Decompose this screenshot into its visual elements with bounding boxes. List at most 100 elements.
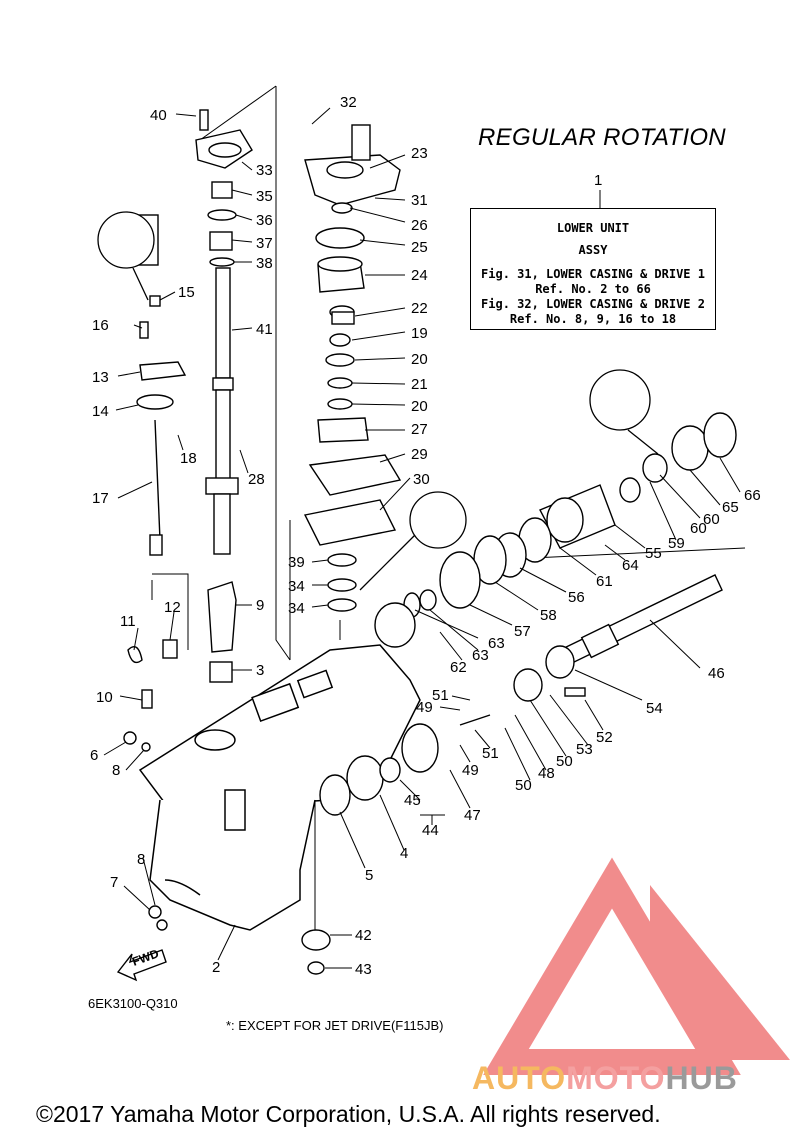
label-9: 9: [256, 597, 264, 614]
label-39: 39: [288, 554, 305, 571]
label-29: 29: [411, 446, 428, 463]
label-59: 59: [668, 535, 685, 552]
label-13: 13: [92, 369, 109, 386]
label-32: 32: [340, 94, 357, 111]
label-63b: 63: [488, 635, 505, 652]
label-37: 37: [256, 235, 273, 252]
label-50a: 50: [556, 753, 573, 770]
label-5: 5: [365, 867, 373, 884]
label-44: 44: [422, 822, 439, 839]
label-15: 15: [178, 284, 195, 301]
ref-line-1: LOWER UNIT: [556, 221, 630, 235]
label-25: 25: [411, 239, 428, 256]
label-34b: 34: [288, 600, 305, 617]
label-64: 64: [622, 557, 639, 574]
drive-shaft: [205, 267, 239, 555]
label-22: 22: [411, 300, 428, 317]
ref-line-2: ASSY: [578, 243, 608, 257]
label-34a: 34: [288, 578, 305, 595]
label-52: 52: [596, 729, 613, 746]
label-60a: 60: [690, 520, 707, 537]
label-7: 7: [110, 874, 118, 891]
label-66: 66: [744, 487, 761, 504]
label-12: 12: [164, 599, 181, 616]
gears: [301, 645, 586, 975]
label-63a: 63: [472, 647, 489, 664]
ref-line-6: Ref. No. 8, 9, 16 to 18: [509, 312, 677, 326]
label-50b: 50: [515, 777, 532, 794]
water-pump-housing: [304, 124, 401, 206]
fasteners: [123, 639, 178, 931]
label-62: 62: [450, 659, 467, 676]
part-number-labels: 40 32 23 31 26 25 24 22 19 20 21 20 27 2…: [90, 94, 761, 978]
label-17: 17: [92, 490, 109, 507]
label-6: 6: [90, 747, 98, 764]
label-27: 27: [411, 421, 428, 438]
label-30: 30: [413, 471, 430, 488]
diagram-code: 6EK3100-Q310: [88, 996, 178, 1011]
label-46: 46: [708, 665, 725, 682]
label-56: 56: [568, 589, 585, 606]
label-65: 65: [722, 499, 739, 516]
watermark-auto: AUTO: [472, 1060, 567, 1096]
label-24: 24: [411, 267, 428, 284]
label-42: 42: [355, 927, 372, 944]
label-61: 61: [596, 573, 613, 590]
reference-box: LOWER UNIT ASSY Fig. 31, LOWER CASING & …: [470, 208, 716, 330]
copyright: ©2017 Yamaha Motor Corporation, U.S.A. A…: [36, 1101, 661, 1127]
label-38: 38: [256, 255, 273, 272]
label-20a: 20: [411, 351, 428, 368]
label-36: 36: [256, 212, 273, 229]
label-20b: 20: [411, 398, 428, 415]
watermark-text: AUTOMOTOHUB: [472, 1060, 738, 1097]
label-11: 11: [120, 613, 136, 630]
label-40: 40: [150, 107, 167, 124]
label-43: 43: [355, 961, 372, 978]
label-33: 33: [256, 162, 273, 179]
pump-parts: [303, 202, 402, 612]
label-28: 28: [248, 471, 265, 488]
label-26: 26: [411, 217, 428, 234]
label-23: 23: [411, 145, 428, 162]
label-19: 19: [411, 325, 428, 342]
diagram-title: REGULAR ROTATION: [478, 124, 726, 151]
watermark-hub: HUB: [665, 1060, 738, 1096]
ref-line-5: Fig. 32, LOWER CASING & DRIVE 2: [481, 297, 705, 311]
upper-shaft-parts: [195, 109, 253, 267]
fwd-arrow: FWD: [116, 946, 167, 982]
label-18: 18: [180, 450, 197, 467]
label-31: 31: [411, 192, 428, 209]
label-4: 4: [400, 845, 408, 862]
label-14: 14: [92, 403, 109, 420]
ref-box-callout: 1: [594, 172, 603, 189]
label-57: 57: [514, 623, 531, 640]
label-49b: 49: [462, 762, 479, 779]
label-10: 10: [96, 689, 113, 706]
footnote: *: EXCEPT FOR JET DRIVE(F115JB): [226, 1018, 444, 1033]
label-51a: 51: [432, 687, 449, 704]
label-47: 47: [464, 807, 481, 824]
label-53: 53: [576, 741, 593, 758]
label-51b: 51: [482, 745, 499, 762]
label-21: 21: [411, 376, 428, 393]
label-54: 54: [646, 700, 663, 717]
ref-line-3: Fig. 31, LOWER CASING & DRIVE 1: [481, 267, 705, 281]
label-55: 55: [645, 545, 662, 562]
bearing-housing-parts: [374, 412, 737, 648]
ref-line-4: Ref. No. 2 to 66: [535, 282, 651, 296]
label-16: 16: [92, 317, 109, 334]
label-60b: 60: [703, 511, 720, 528]
label-35: 35: [256, 188, 273, 205]
label-45: 45: [404, 792, 421, 809]
label-8a: 8: [112, 762, 120, 779]
leader-lines: [103, 107, 741, 969]
watermark-moto: MOTO: [566, 1060, 666, 1096]
label-2: 2: [212, 959, 220, 976]
label-49a: 49: [416, 699, 433, 716]
watermark-logo: [483, 857, 790, 1075]
label-58: 58: [540, 607, 557, 624]
label-3: 3: [256, 662, 264, 679]
label-48: 48: [538, 765, 555, 782]
label-8b: 8: [137, 851, 145, 868]
